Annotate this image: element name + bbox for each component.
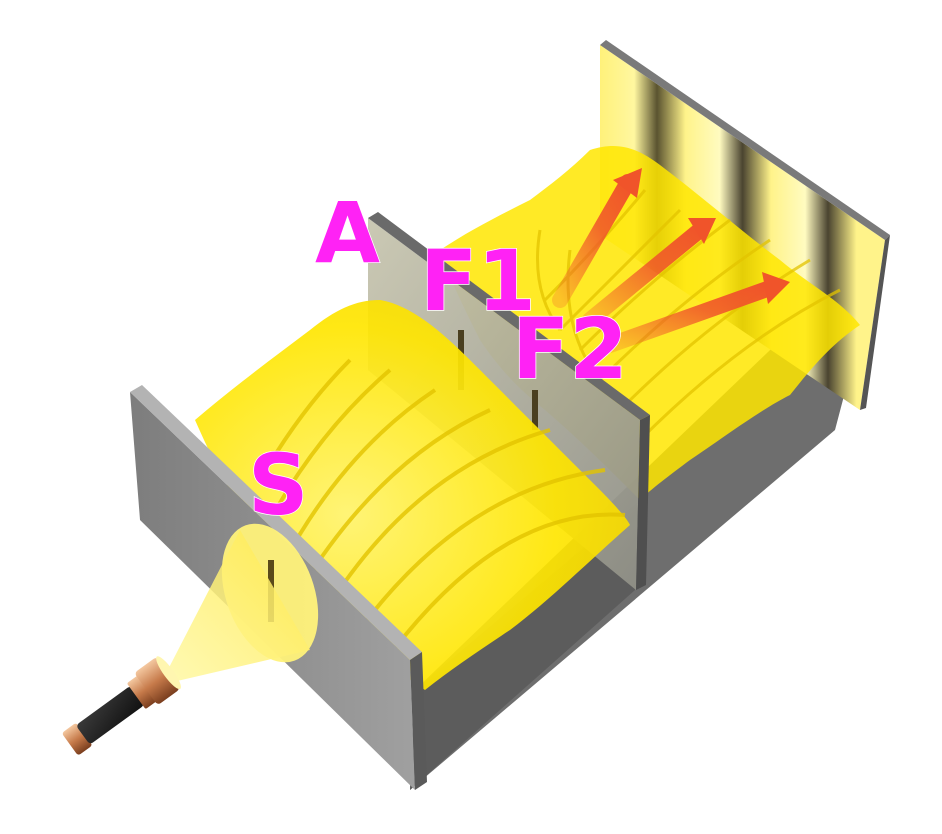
label-s: S — [248, 436, 309, 534]
label-a: A — [315, 184, 380, 282]
box-floor-shadow — [410, 500, 640, 790]
label-f2: F2 — [512, 300, 628, 398]
arrow-middle — [582, 218, 716, 328]
arrow-up — [552, 168, 642, 308]
light-beam — [160, 530, 310, 685]
slit-f2 — [532, 390, 538, 430]
flashlight-icon — [62, 656, 181, 755]
arrow-down — [602, 272, 790, 353]
label-f1: F1 — [420, 232, 536, 330]
